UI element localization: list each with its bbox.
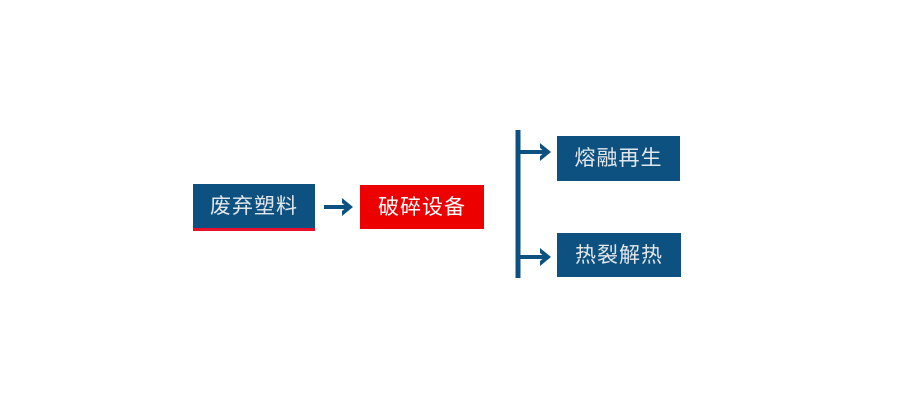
node-crushing-equipment[interactable]: 破碎设备 bbox=[360, 185, 484, 229]
node-waste-plastic[interactable]: 废弃塑料 bbox=[193, 184, 315, 231]
branch-connector bbox=[505, 126, 563, 284]
node-pyrolysis-heat[interactable]: 热裂解热 bbox=[557, 233, 681, 277]
node-pyrolysis-heat-label: 热裂解热 bbox=[575, 242, 663, 267]
node-melt-regeneration[interactable]: 熔融再生 bbox=[557, 136, 680, 181]
arrow-right-icon bbox=[324, 198, 353, 216]
node-crushing-equipment-label: 破碎设备 bbox=[378, 194, 466, 219]
node-melt-regeneration-label: 熔融再生 bbox=[574, 146, 663, 170]
bracket-arrows-icon bbox=[515, 130, 551, 278]
main-arrow-icon bbox=[322, 190, 358, 224]
node-waste-plastic-label: 废弃塑料 bbox=[210, 193, 298, 218]
